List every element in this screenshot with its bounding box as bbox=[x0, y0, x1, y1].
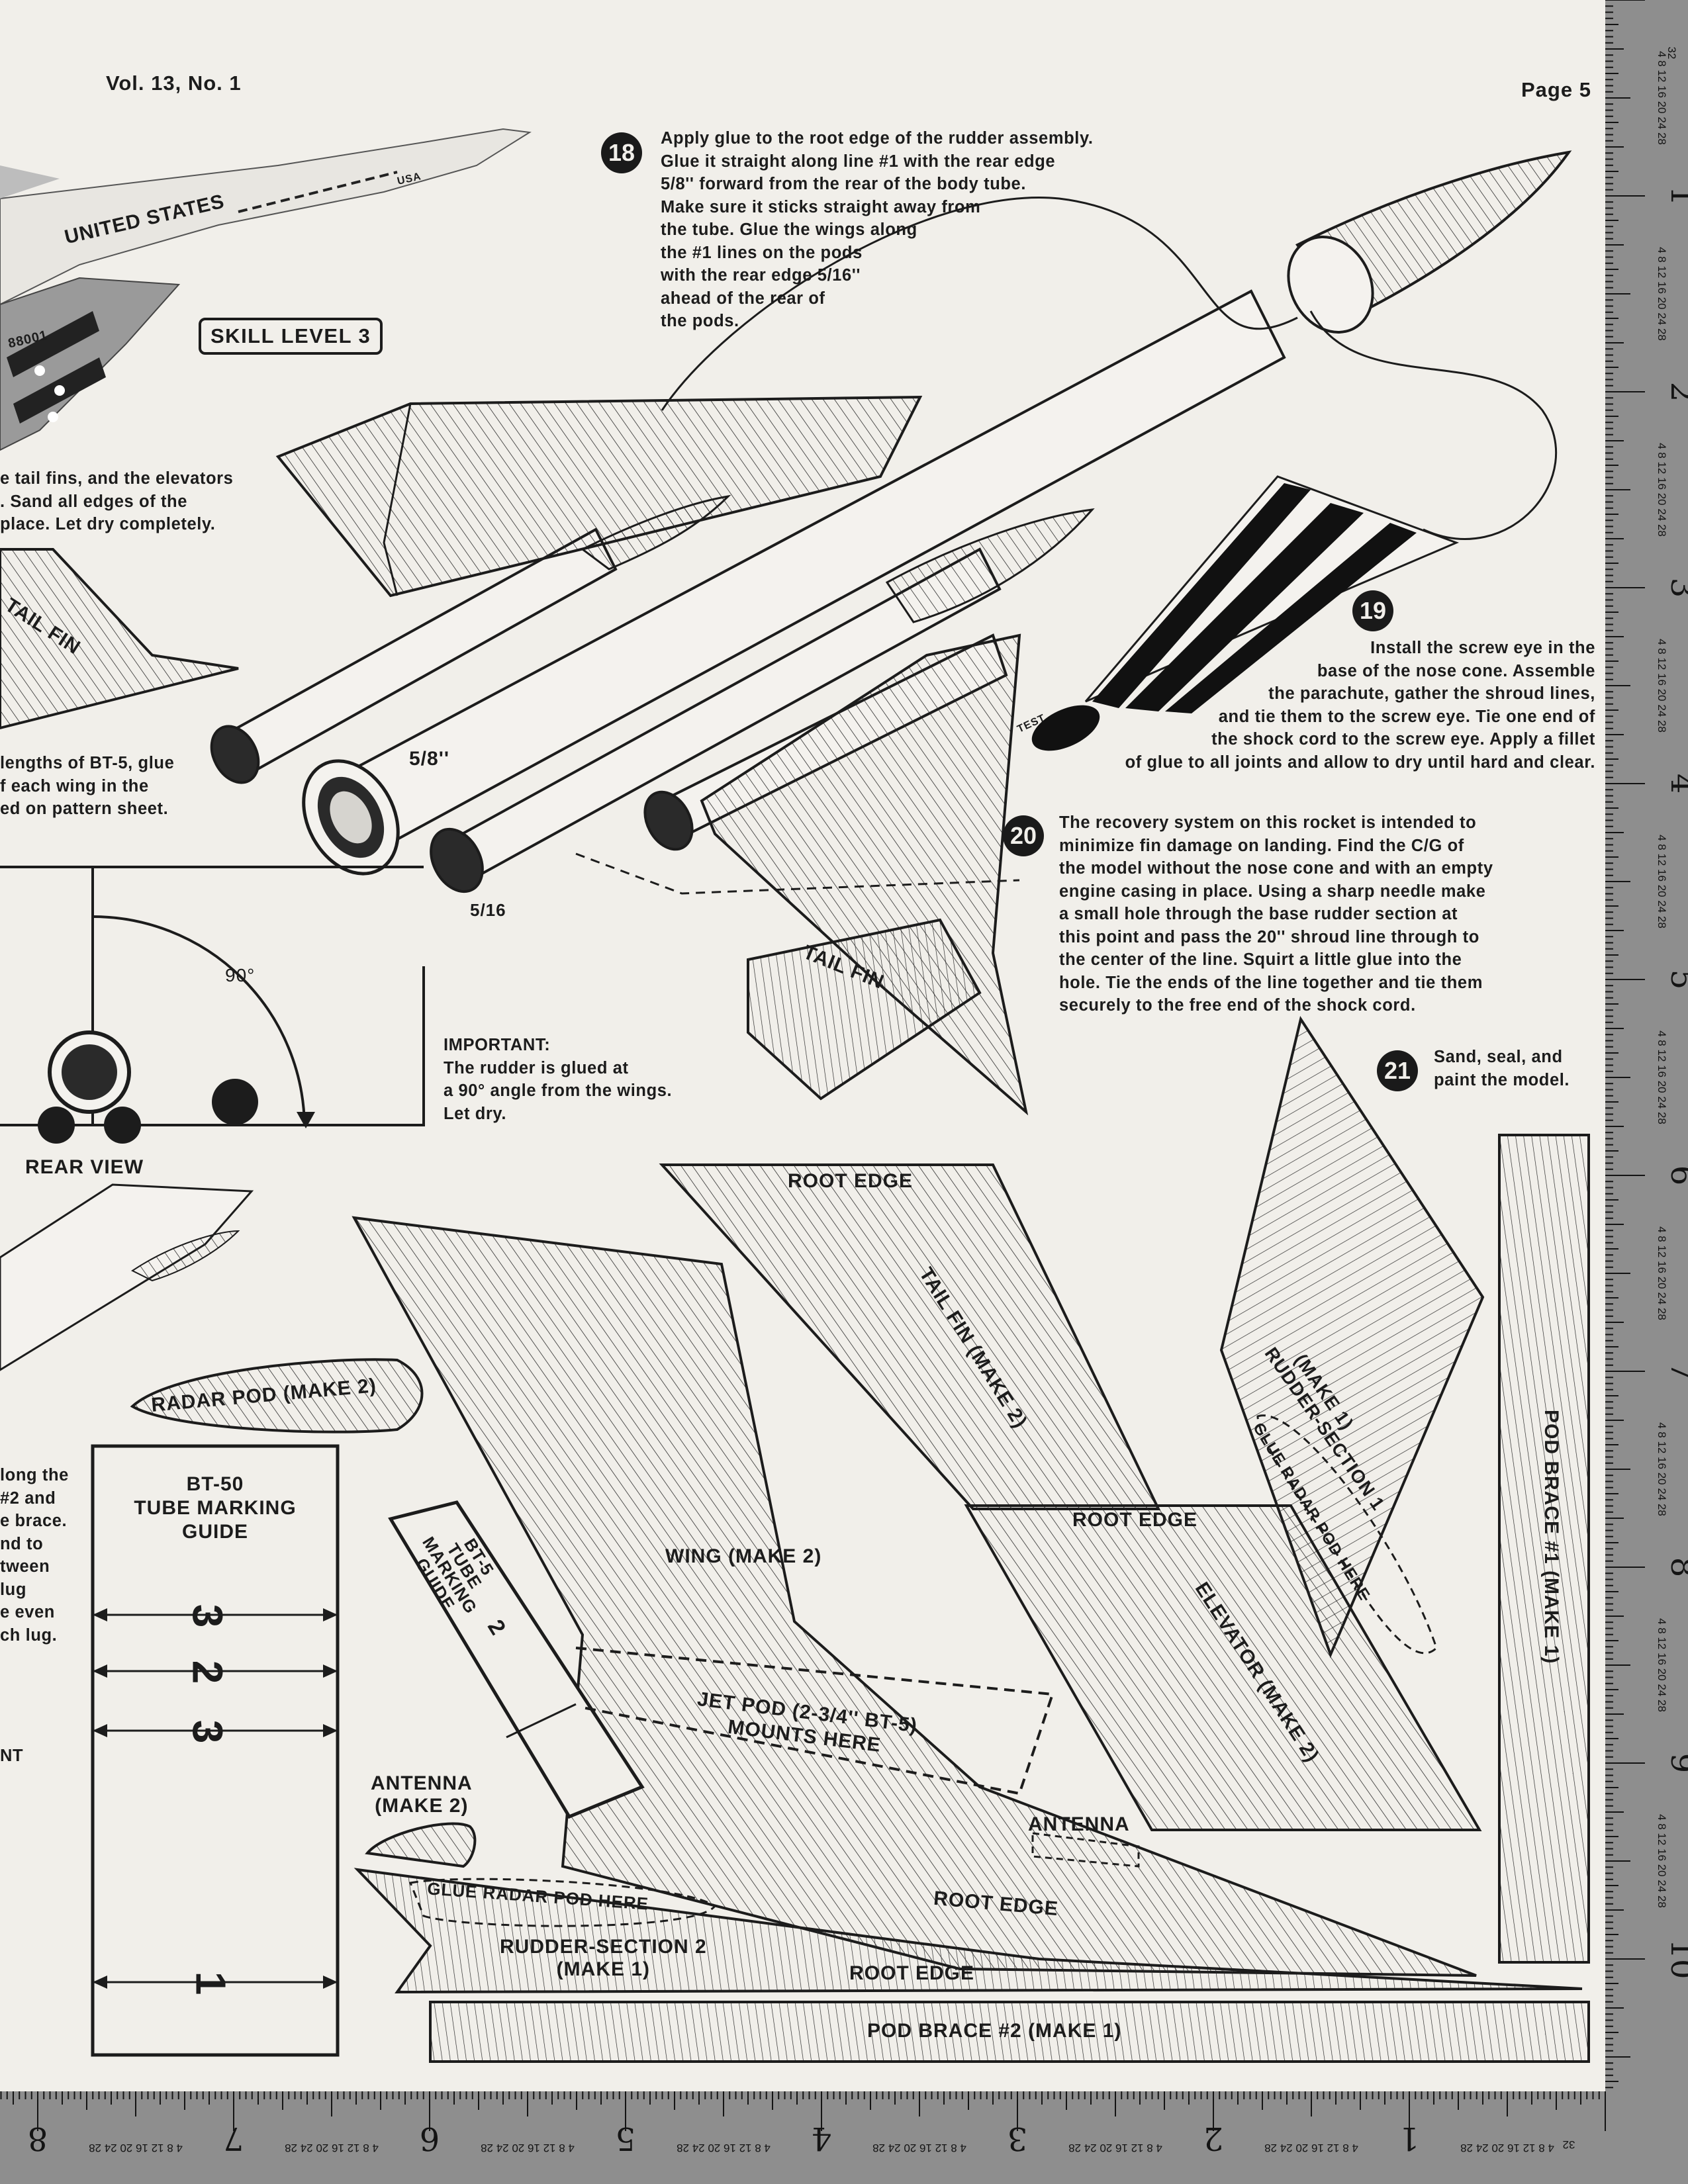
rear-view-label: REAR VIEW bbox=[25, 1156, 144, 1178]
bt50-mark-1: 1 bbox=[187, 1971, 235, 1996]
rocket-assembly-illustration bbox=[0, 150, 1572, 1371]
step-19-badge: 19 bbox=[1352, 590, 1393, 631]
ruler-fractions: 4 8 12 16 20 24 28 bbox=[1656, 1226, 1668, 1320]
ruler-fractions: 4 8 12 16 20 24 28 bbox=[677, 2142, 771, 2154]
left-partial-text-d: NT bbox=[0, 1747, 24, 1765]
ruler-right: 1 4 8 12 16 20 24 28 2 4 8 12 16 20 24 28 3 4… bbox=[1605, 0, 1688, 2091]
ruler-fractions: 4 8 12 16 20 24 28 bbox=[1656, 1422, 1668, 1516]
ruler-fractions: 4 8 12 16 20 24 28 bbox=[1656, 1030, 1668, 1124]
step-20-badge: 20 bbox=[1003, 815, 1044, 856]
ruler-fractions: 4 8 12 16 20 24 28 bbox=[1264, 2142, 1358, 2154]
ruler-number: 1 bbox=[1664, 186, 1688, 206]
ruler-number: 3 bbox=[1008, 2120, 1028, 2157]
rudder-section-2-label: RUDDER-SECTION 2(MAKE 1) bbox=[500, 1936, 707, 1980]
angle-90-label: 90° bbox=[225, 965, 256, 985]
ruler-fractions: 4 8 12 16 20 24 28 bbox=[1068, 2142, 1162, 2154]
left-partial-text-a: e tail fins, and the elevators. Sand all… bbox=[0, 469, 234, 533]
volume-label: Vol. 13, No. 1 bbox=[106, 71, 242, 95]
ruler-fractions: 4 8 12 16 20 24 28 bbox=[481, 2142, 575, 2154]
ruler-fractions: 4 8 12 16 20 24 28 bbox=[1656, 247, 1668, 341]
wing-pattern-label: WING (MAKE 2) bbox=[665, 1545, 822, 1567]
ruler-corner-label: 32 bbox=[1563, 2138, 1575, 2151]
step-18-badge: 18 bbox=[601, 132, 642, 173]
ruler-number: 7 bbox=[224, 2120, 244, 2157]
ruler-top-label: 32 bbox=[1665, 47, 1678, 60]
ruler-number: 6 bbox=[420, 2120, 440, 2157]
ruler-number: 6 bbox=[1664, 1165, 1688, 1186]
skill-level-badge: SKILL LEVEL 3 bbox=[199, 318, 383, 355]
ruler-bottom: 1 4 8 12 16 20 24 28 2 4 8 12 16 20 24 28 3 4… bbox=[0, 2091, 1688, 2184]
ruler-number: 5 bbox=[616, 2120, 636, 2157]
ruler-fractions: 4 8 12 16 20 24 28 bbox=[285, 2142, 379, 2154]
ruler-number: 9 bbox=[1664, 1753, 1688, 1774]
ruler-fractions: 4 8 12 16 20 24 28 bbox=[1656, 1618, 1668, 1712]
ruler-fractions: 4 8 12 16 20 24 28 bbox=[1656, 639, 1668, 733]
antenna-make-label: ANTENNA(MAKE 2) bbox=[371, 1772, 473, 1817]
page-number: Page 5 bbox=[1521, 78, 1591, 101]
ruler-fractions: 4 8 12 16 20 24 28 bbox=[1656, 1814, 1668, 1908]
step-18-text: Apply glue to the root edge of the rudde… bbox=[661, 129, 1094, 330]
ruler-number: 2 bbox=[1664, 382, 1688, 402]
pattern-shapes bbox=[91, 1016, 1590, 2063]
ruler-number: 4 bbox=[1664, 774, 1688, 794]
elevator-root-edge-label: ROOT EDGE bbox=[1072, 1509, 1198, 1531]
shuttle-photo bbox=[0, 128, 532, 451]
ruler-fractions: 4 8 12 16 20 24 28 bbox=[1460, 2142, 1554, 2154]
important-note: IMPORTANT: The rudder is glued at a 90° … bbox=[444, 1036, 673, 1123]
step-20-text: The recovery system on this rocket is in… bbox=[1059, 813, 1493, 1015]
tail-fin-root-edge-label: ROOT EDGE bbox=[788, 1170, 914, 1192]
ruler-number: 8 bbox=[28, 2120, 48, 2157]
ruler-number: 7 bbox=[1664, 1361, 1688, 1382]
rudder-root-edge-label: ROOT EDGE bbox=[849, 1962, 975, 1984]
pod-brace-2-label: POD BRACE #2 (MAKE 1) bbox=[867, 2020, 1122, 2042]
pod-brace-1-label: POD BRACE #1 (MAKE 1) bbox=[1540, 1410, 1562, 1664]
ruler-fractions: 4 8 12 16 20 24 28 bbox=[872, 2142, 966, 2154]
dimension-5-16: 5/16 bbox=[470, 900, 506, 920]
ruler-number: 5 bbox=[1664, 970, 1688, 990]
ruler-fractions: 4 8 12 16 20 24 28 bbox=[1656, 443, 1668, 537]
ruler-number: 4 bbox=[812, 2120, 832, 2157]
ruler-number: 8 bbox=[1664, 1557, 1688, 1578]
ruler-number: 2 bbox=[1203, 2120, 1224, 2157]
ruler-fractions: 4 8 12 16 20 24 28 bbox=[89, 2142, 183, 2154]
ruler-number: 1 bbox=[1399, 2120, 1420, 2157]
ruler-number: 3 bbox=[1664, 578, 1688, 598]
bt50-mark-3b: 3 bbox=[183, 1719, 232, 1745]
ruler-number: 10 bbox=[1664, 1938, 1688, 1979]
antenna-location-label: ANTENNA bbox=[1028, 1813, 1130, 1835]
step-21-badge: 21 bbox=[1377, 1050, 1418, 1091]
dimension-5-8: 5/8'' bbox=[409, 748, 449, 770]
ruler-fractions: 4 8 12 16 20 24 28 bbox=[1656, 51, 1668, 145]
ruler-fractions: 4 8 12 16 20 24 28 bbox=[1656, 835, 1668, 929]
bt50-mark-2: 2 bbox=[183, 1660, 232, 1685]
bt50-mark-3a: 3 bbox=[183, 1604, 232, 1629]
